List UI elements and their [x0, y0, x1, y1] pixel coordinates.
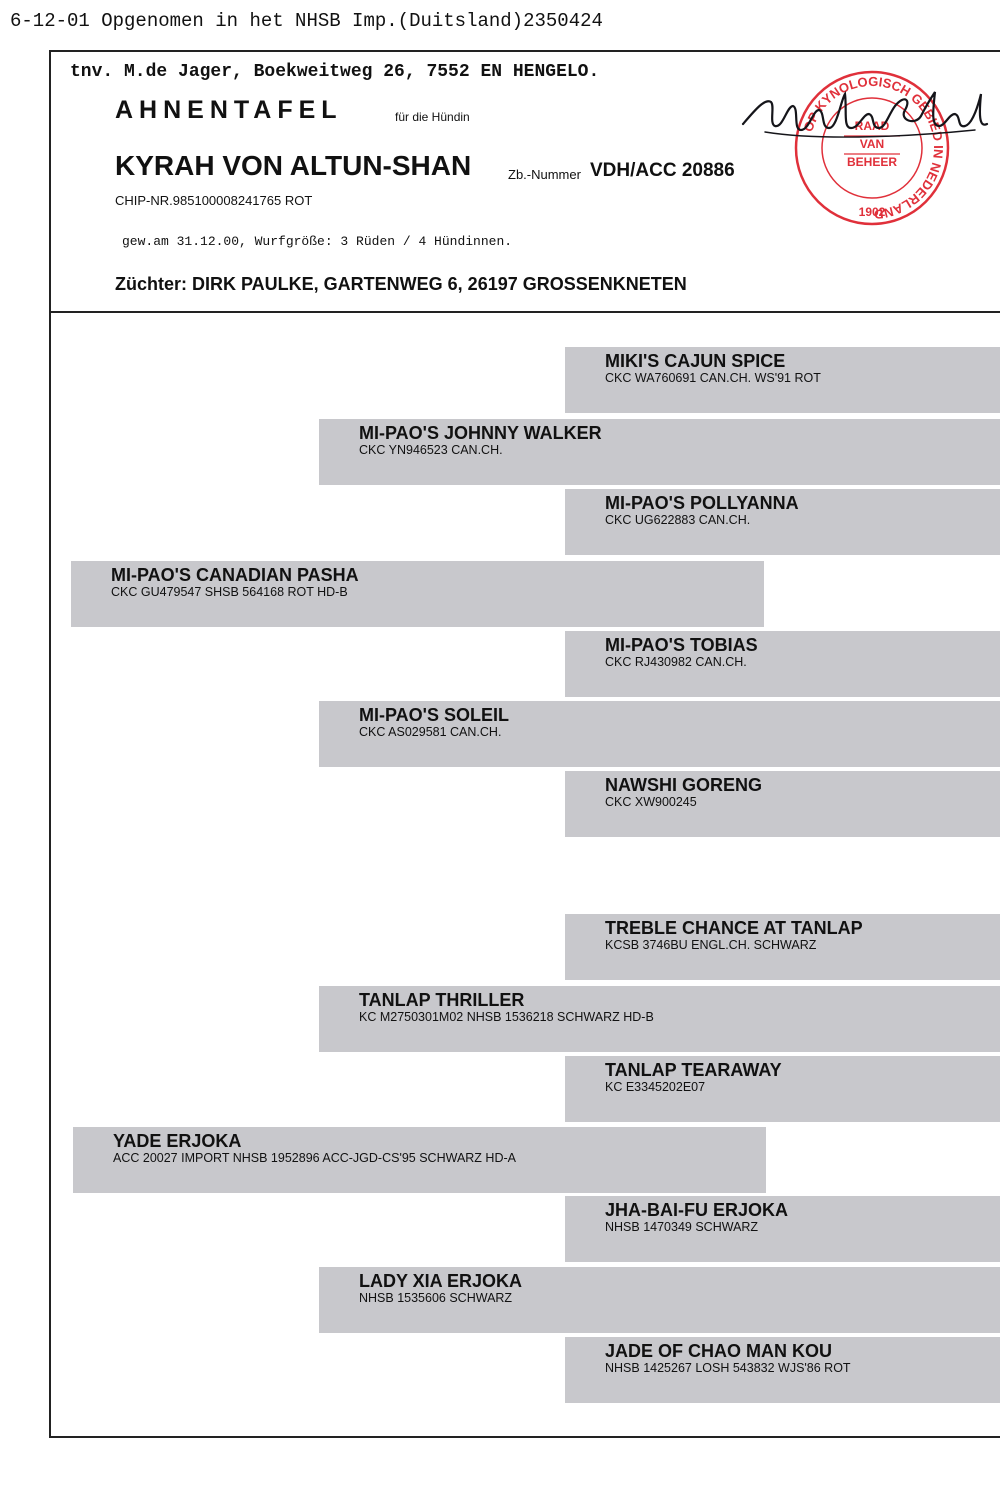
ancestor-name: TANLAP TEARAWAY	[605, 1060, 782, 1080]
ancestor-granddam-maternal: LADY XIA ERJOKA NHSB 1535606 SCHWARZ	[319, 1267, 1000, 1333]
ancestor-details: NHSB 1425267 LOSH 543832 WJS'86 ROT	[605, 1361, 851, 1375]
ancestor-grandsire-paternal: MI-PAO'S JOHNNY WALKER CKC YN946523 CAN.…	[319, 419, 1000, 485]
zb-number-label: Zb.-Nummer	[508, 167, 581, 182]
ancestor-details: CKC WA760691 CAN.CH. WS'91 ROT	[605, 371, 821, 385]
ancestor-details: CKC GU479547 SHSB 564168 ROT HD-B	[111, 585, 348, 599]
ancestor-great-grandsire-3: TREBLE CHANCE AT TANLAP KCSB 3746BU ENGL…	[565, 914, 1000, 980]
ancestor-name: MI-PAO'S JOHNNY WALKER	[359, 423, 602, 443]
ancestor-great-grandsire-1: MIKI'S CAJUN SPICE CKC WA760691 CAN.CH. …	[565, 347, 1000, 413]
ancestor-great-granddam-2: NAWSHI GORENG CKC XW900245	[565, 771, 1000, 837]
ancestor-great-granddam-3: TANLAP TEARAWAY KC E3345202E07	[565, 1056, 1000, 1122]
document-subtitle: für die Hündin	[395, 110, 470, 124]
ancestor-details: CKC YN946523 CAN.CH.	[359, 443, 503, 457]
stamp-year: 1902	[859, 205, 886, 219]
ancestor-details: KCSB 3746BU ENGL.CH. SCHWARZ	[605, 938, 817, 952]
ancestor-great-granddam-4: JADE OF CHAO MAN KOU NHSB 1425267 LOSH 5…	[565, 1337, 1000, 1403]
ancestor-name: JADE OF CHAO MAN KOU	[605, 1341, 833, 1361]
document-frame	[49, 50, 1000, 1438]
header-divider	[49, 311, 1000, 313]
ancestor-grandsire-maternal: TANLAP THRILLER KC M2750301M02 NHSB 1536…	[319, 986, 1000, 1052]
ancestor-name: MI-PAO'S TOBIAS	[605, 635, 758, 655]
ancestor-details: CKC RJ430982 CAN.CH.	[605, 655, 747, 669]
ancestor-details: CKC AS029581 CAN.CH.	[359, 725, 502, 739]
ancestor-name: NAWSHI GORENG	[605, 775, 763, 795]
registration-note: 6-12-01 Opgenomen in het NHSB Imp.(Duits…	[10, 10, 603, 32]
stamp-line-1: RAAD	[855, 119, 890, 133]
ancestor-details: ACC 20027 IMPORT NHSB 1952896 ACC-JGD-CS…	[113, 1151, 516, 1165]
ancestor-name: YADE ERJOKA	[113, 1131, 242, 1151]
ancestor-details: NHSB 1470349 SCHWARZ	[605, 1220, 759, 1234]
birth-info: gew.am 31.12.00, Wurfgröße: 3 Rüden / 4 …	[122, 234, 513, 249]
ancestor-great-grandsire-4: JHA-BAI-FU ERJOKA NHSB 1470349 SCHWARZ	[565, 1196, 1000, 1262]
ancestor-name: MI-PAO'S CANADIAN PASHA	[111, 565, 359, 585]
ancestor-dam: YADE ERJOKA ACC 20027 IMPORT NHSB 195289…	[73, 1127, 766, 1193]
ancestor-details: KC E3345202E07	[605, 1080, 706, 1094]
ancestor-name: MI-PAO'S SOLEIL	[359, 705, 509, 725]
ancestor-name: JHA-BAI-FU ERJOKA	[605, 1200, 789, 1220]
zb-number: VDH/ACC 20886	[590, 160, 735, 181]
chip-number: CHIP-NR.985100008241765 ROT	[115, 193, 313, 208]
ancestor-details: CKC XW900245	[605, 795, 697, 809]
ancestor-granddam-paternal: MI-PAO'S SOLEIL CKC AS029581 CAN.CH.	[319, 701, 1000, 767]
ancestor-details: CKC UG622883 CAN.CH.	[605, 513, 751, 527]
ancestor-name: MI-PAO'S POLLYANNA	[605, 493, 799, 513]
owner-line: tnv. M.de Jager, Boekweitweg 26, 7552 EN…	[70, 62, 600, 82]
ancestor-name: TREBLE CHANCE AT TANLAP	[605, 918, 863, 938]
ancestor-details: KC M2750301M02 NHSB 1536218 SCHWARZ HD-B	[359, 1010, 654, 1024]
breeder-line: Züchter: DIRK PAULKE, GARTENWEG 6, 26197…	[115, 274, 687, 294]
ancestor-great-granddam-1: MI-PAO'S POLLYANNA CKC UG622883 CAN.CH.	[565, 489, 1000, 555]
stamp-line-3: BEHEER	[847, 155, 897, 169]
ancestor-name: MIKI'S CAJUN SPICE	[605, 351, 786, 371]
document-title: AHNENTAFEL	[115, 96, 343, 124]
ancestor-great-grandsire-2: MI-PAO'S TOBIAS CKC RJ430982 CAN.CH.	[565, 631, 1000, 697]
ancestor-sire: MI-PAO'S CANADIAN PASHA CKC GU479547 SHS…	[71, 561, 764, 627]
dog-name: KYRAH VON ALTUN-SHAN	[115, 150, 472, 181]
ancestor-name: TANLAP THRILLER	[359, 990, 525, 1010]
ancestor-name: LADY XIA ERJOKA	[359, 1271, 523, 1291]
ancestor-details: NHSB 1535606 SCHWARZ	[359, 1291, 513, 1305]
stamp-line-2: VAN	[860, 137, 884, 151]
handwritten-signature	[741, 90, 989, 138]
